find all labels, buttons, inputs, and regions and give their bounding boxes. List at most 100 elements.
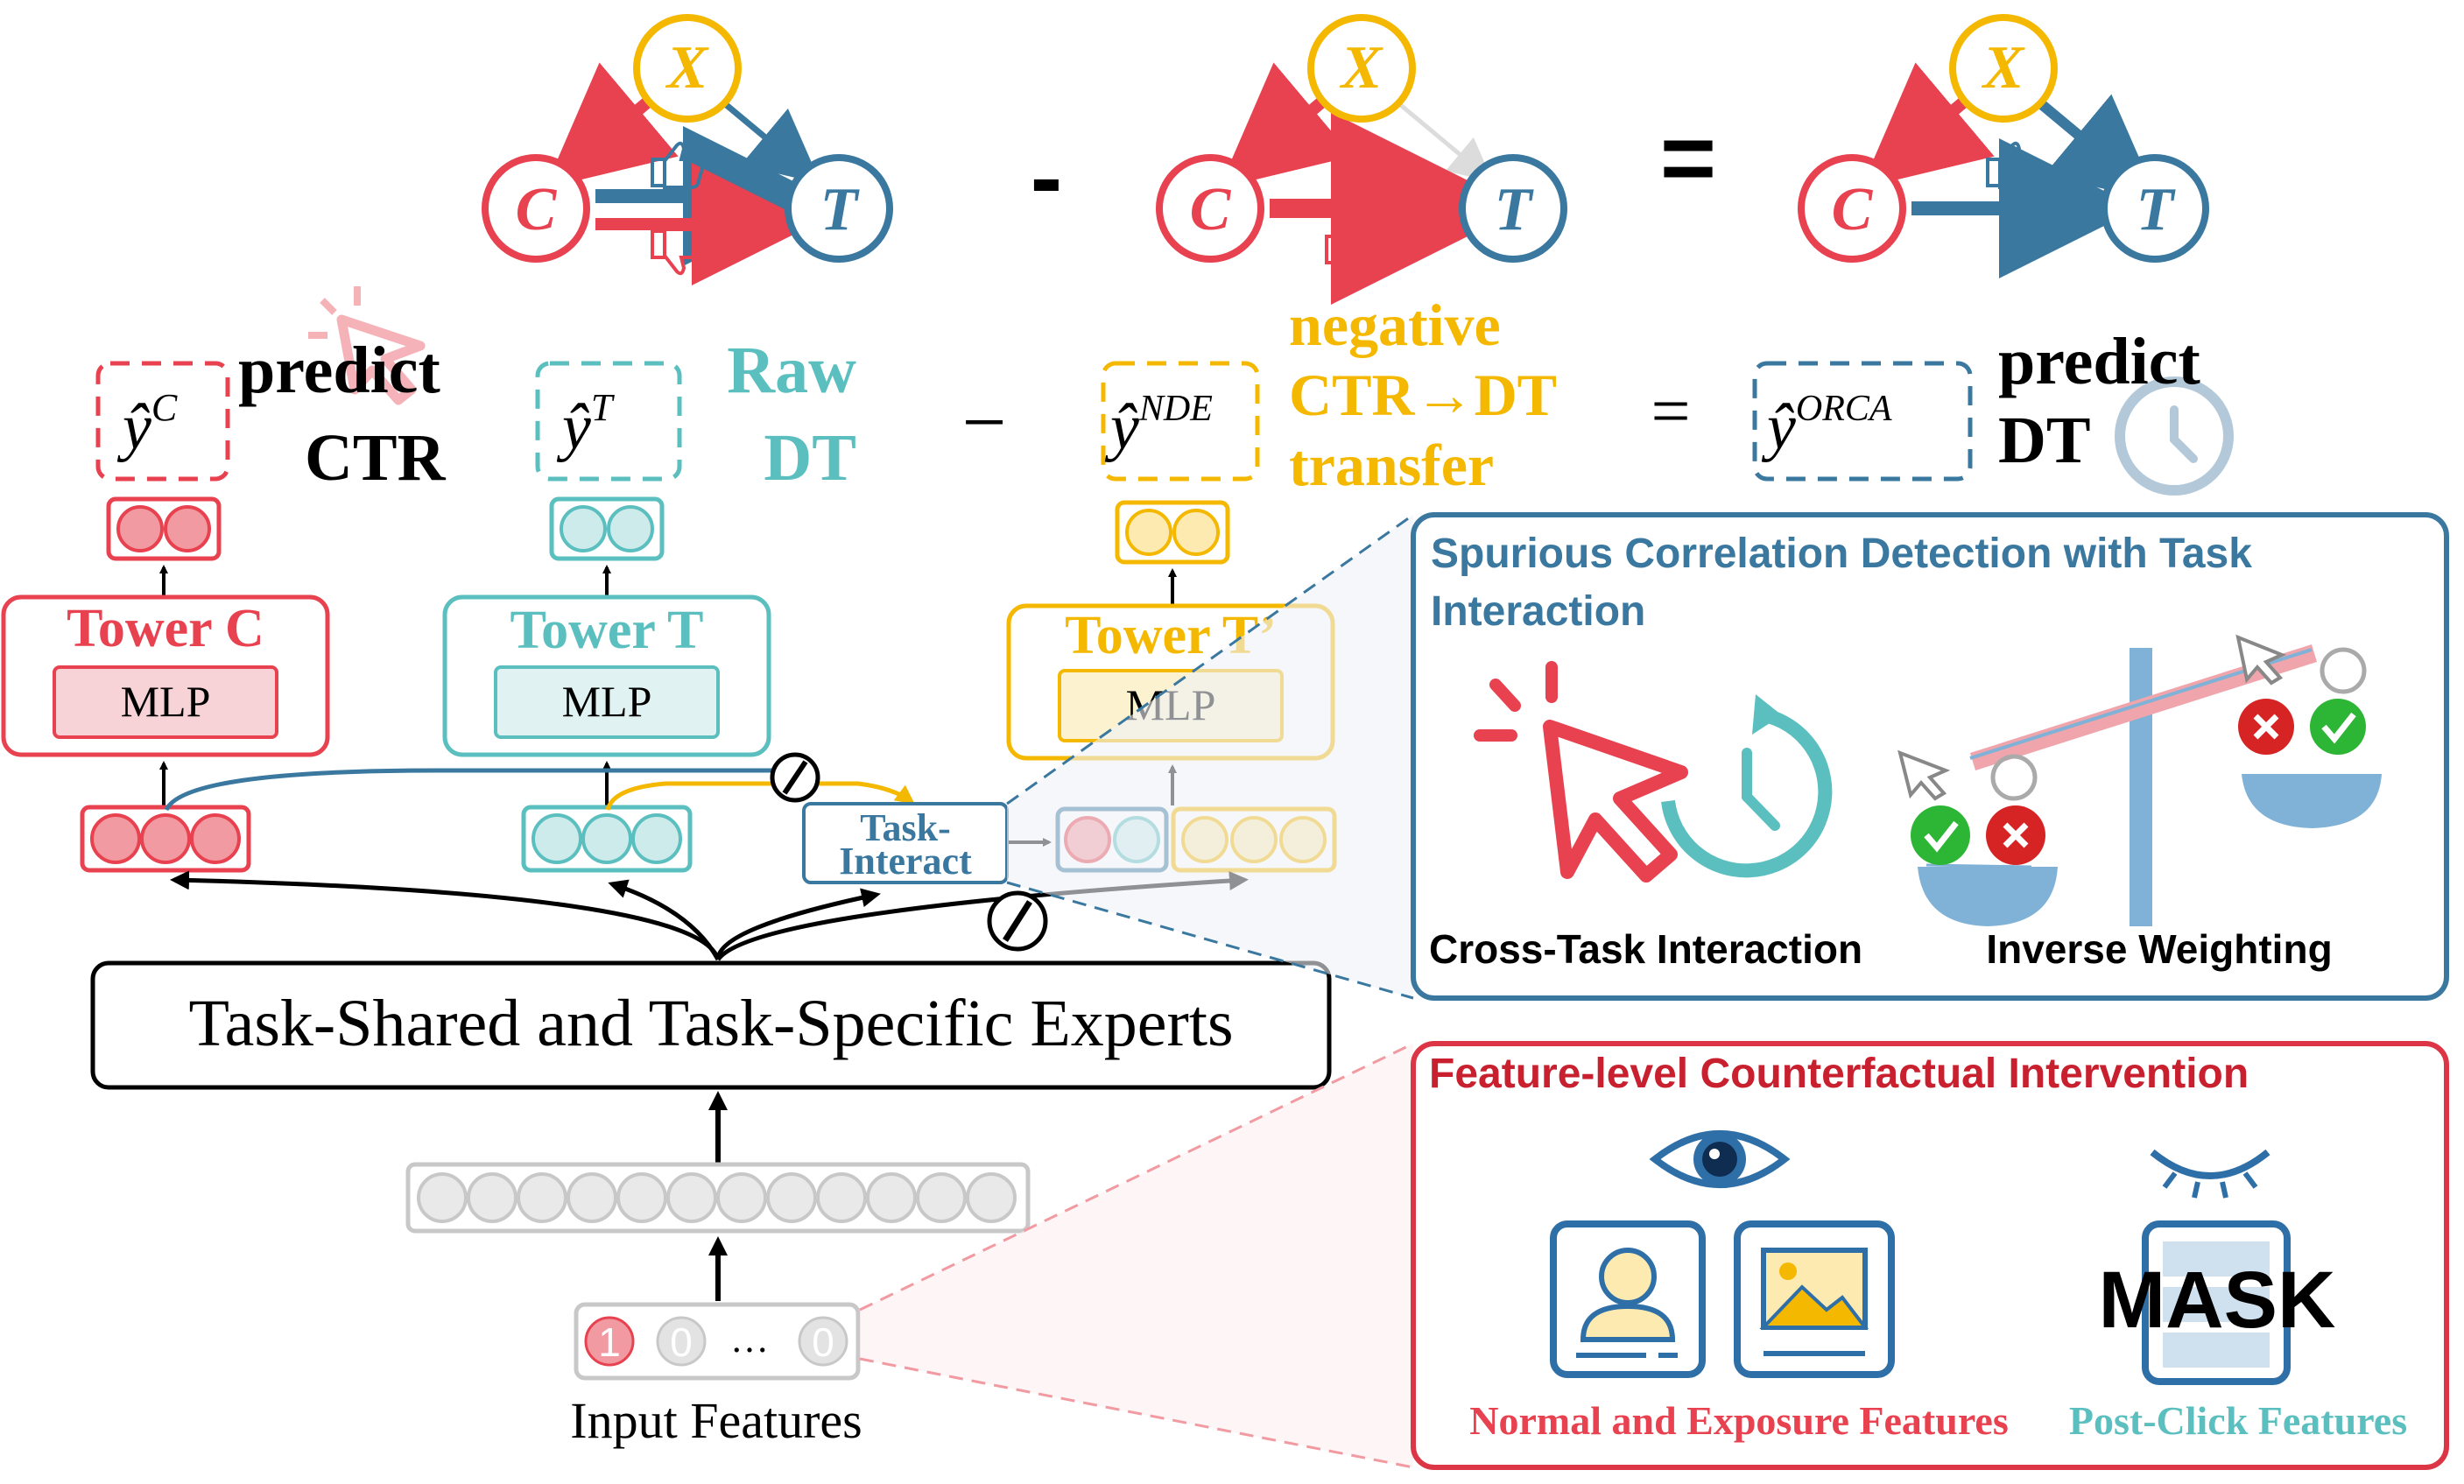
cursor-click-icon	[308, 286, 426, 405]
spurious-left-caption: Cross-Task Interaction	[1429, 926, 1862, 972]
node-x	[1307, 14, 1416, 123]
feature-embedding-row	[405, 1162, 1031, 1234]
pred-equals: =	[1651, 373, 1690, 450]
spurious-right-caption: Inverse Weighting	[1986, 926, 2332, 972]
task-interact-line2: Interact	[839, 840, 972, 883]
counterfactual-zoom-fill	[860, 1044, 1413, 1467]
ynde-label-line3: transfer	[1289, 432, 1494, 498]
task-interact-line1: Task-	[860, 806, 951, 849]
yc-label-line1: predict	[238, 334, 440, 407]
node-t	[785, 154, 893, 263]
tower-c: Tower C MLP	[1, 594, 330, 757]
tower-tp-output	[1115, 500, 1230, 565]
document-card-icon	[2142, 1220, 2291, 1385]
counterfactual-title: Feature-level Counterfactual Interventio…	[1429, 1051, 2249, 1097]
edge-x-c	[545, 62, 679, 189]
clock-icon	[1661, 694, 1833, 878]
stop-gradient-icon	[770, 752, 820, 803]
yc-symbol: ŷC	[116, 386, 178, 463]
ynde-box	[1101, 361, 1260, 482]
node-c-label: C	[1190, 176, 1232, 243]
tower-t: Tower T MLP	[442, 594, 771, 757]
node-c-label: C	[516, 176, 558, 243]
embedding-t	[521, 805, 693, 873]
graph-equals: =	[1660, 104, 1716, 212]
graph-minus: -	[1031, 123, 1063, 231]
tower-t-output	[549, 496, 665, 561]
yorca-label-line2: DT	[1998, 404, 2091, 477]
thumbs-down-icon	[651, 228, 705, 276]
counterfactual-left-caption: Normal and Exposure Features	[1469, 1398, 2008, 1443]
node-c	[1798, 154, 1906, 263]
node-x-label: X	[1340, 34, 1384, 102]
link-embc-interact	[164, 768, 817, 812]
tower-t-mlp: MLP	[562, 677, 652, 726]
yt-label-line1: Raw	[727, 334, 856, 407]
input-value-1: 1	[598, 1319, 621, 1365]
yt-symbol: ŷT	[556, 386, 616, 463]
counterfactual-zoom-top	[859, 1042, 1414, 1312]
counterfactual-right-caption: Post-Click Features	[2069, 1398, 2407, 1443]
input-value-2: 0	[670, 1319, 693, 1365]
yc-label-line2: CTR	[305, 421, 447, 495]
tower-c-output	[106, 496, 222, 561]
node-x	[633, 14, 742, 123]
stop-gradient-icon	[987, 890, 1048, 952]
node-t	[2101, 154, 2209, 263]
input-features-label: Input Features	[570, 1392, 862, 1449]
ynde-label-line2: CTR→DT	[1289, 362, 1557, 428]
node-x-label: X	[665, 34, 710, 102]
spurious-zoom-top	[1006, 513, 1414, 805]
image-card-icon	[1734, 1220, 1895, 1378]
input-value-ellipsis: …	[730, 1318, 769, 1361]
balance-scale-icon	[1897, 634, 2382, 926]
node-x	[1949, 14, 2058, 123]
mask-label: MASK	[2099, 1255, 2336, 1345]
spurious-title-line1: Spurious Correlation Detection with Task	[1431, 531, 2252, 577]
edge-x-t	[715, 95, 821, 184]
experts-label: Task-Shared and Task-Specific Experts	[188, 987, 1233, 1060]
node-c	[482, 154, 590, 263]
node-c	[1156, 154, 1264, 263]
input-value-3: 0	[812, 1319, 834, 1365]
spurious-zoom-fill	[1007, 515, 1413, 998]
eye-closed-icon	[2150, 1149, 2270, 1199]
thumbs-up-icon	[651, 141, 705, 189]
counterfactual-panel: Feature-level Counterfactual Interventio…	[1411, 1041, 2449, 1470]
yc-box	[95, 361, 230, 482]
clock-icon	[2115, 376, 2234, 496]
tower-c-title: Tower C	[67, 599, 264, 658]
edge-x-c	[1219, 62, 1353, 189]
tower-c-mlp: MLP	[121, 677, 211, 726]
causal-graph-3: X C T	[1798, 14, 2209, 278]
causal-graph-2: X C T	[1156, 14, 1567, 305]
tower-t-title: Tower T	[510, 601, 703, 660]
spurious-panel: Spurious Correlation Detection with Task…	[1411, 512, 2449, 1001]
thumbs-up-icon	[1986, 141, 2040, 189]
edge-x-c	[1861, 62, 1995, 189]
ynde-label-line1: negative	[1289, 292, 1501, 358]
node-c-label: C	[1832, 176, 1874, 243]
edge-x-t	[2031, 94, 2159, 202]
person-card-icon	[1550, 1220, 1706, 1378]
edge-x-t	[1390, 96, 1494, 183]
link-embt-interact	[605, 781, 915, 811]
counterfactual-zoom-bottom	[859, 1357, 1414, 1469]
node-t	[1459, 154, 1567, 263]
yt-box	[535, 361, 682, 482]
yorca-label-line1: predict	[1998, 325, 2200, 398]
node-t-label: T	[2137, 176, 2177, 243]
ynde-symbol: ŷNDE	[1104, 389, 1213, 463]
yorca-box	[1752, 361, 1973, 482]
spurious-zoom-bottom	[1006, 881, 1414, 1000]
embedding-c	[80, 805, 251, 873]
task-interact-box: Task- Interact	[802, 802, 1009, 884]
causal-graph-1: X C T	[482, 14, 893, 285]
arrow-experts-embt	[608, 879, 721, 961]
eye-open-icon	[1649, 1130, 1791, 1188]
yt-label-line2: DT	[764, 421, 856, 495]
experts-box	[90, 960, 1332, 1090]
node-x-label: X	[1982, 34, 2026, 102]
arrow-experts-embc	[170, 870, 721, 960]
